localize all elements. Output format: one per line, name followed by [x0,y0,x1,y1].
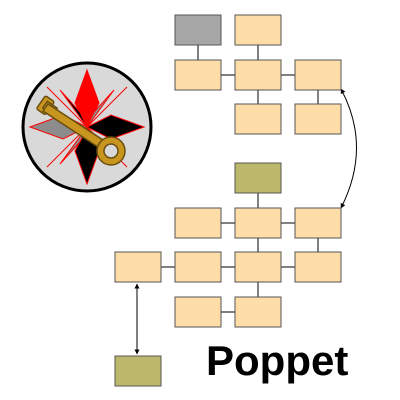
logo-icon [21,61,153,193]
box [174,207,222,239]
box [234,251,282,283]
curved-double-arrow [340,88,357,209]
box [174,59,222,91]
poppet-title: Poppet [206,337,349,384]
diagram-boxes [114,14,342,387]
box [294,59,342,91]
box [294,207,342,239]
compass-star-icon [28,68,146,186]
box [174,251,222,283]
olive-box [114,355,162,387]
box [234,207,282,239]
box [234,103,282,135]
box [234,296,282,328]
box [294,103,342,135]
box [234,59,282,91]
key-icon [36,95,126,166]
box [174,296,222,328]
grey-box [174,14,222,46]
box [114,251,162,283]
box [294,251,342,283]
olive-box [234,162,282,194]
connectors [161,45,319,313]
box [234,14,282,46]
